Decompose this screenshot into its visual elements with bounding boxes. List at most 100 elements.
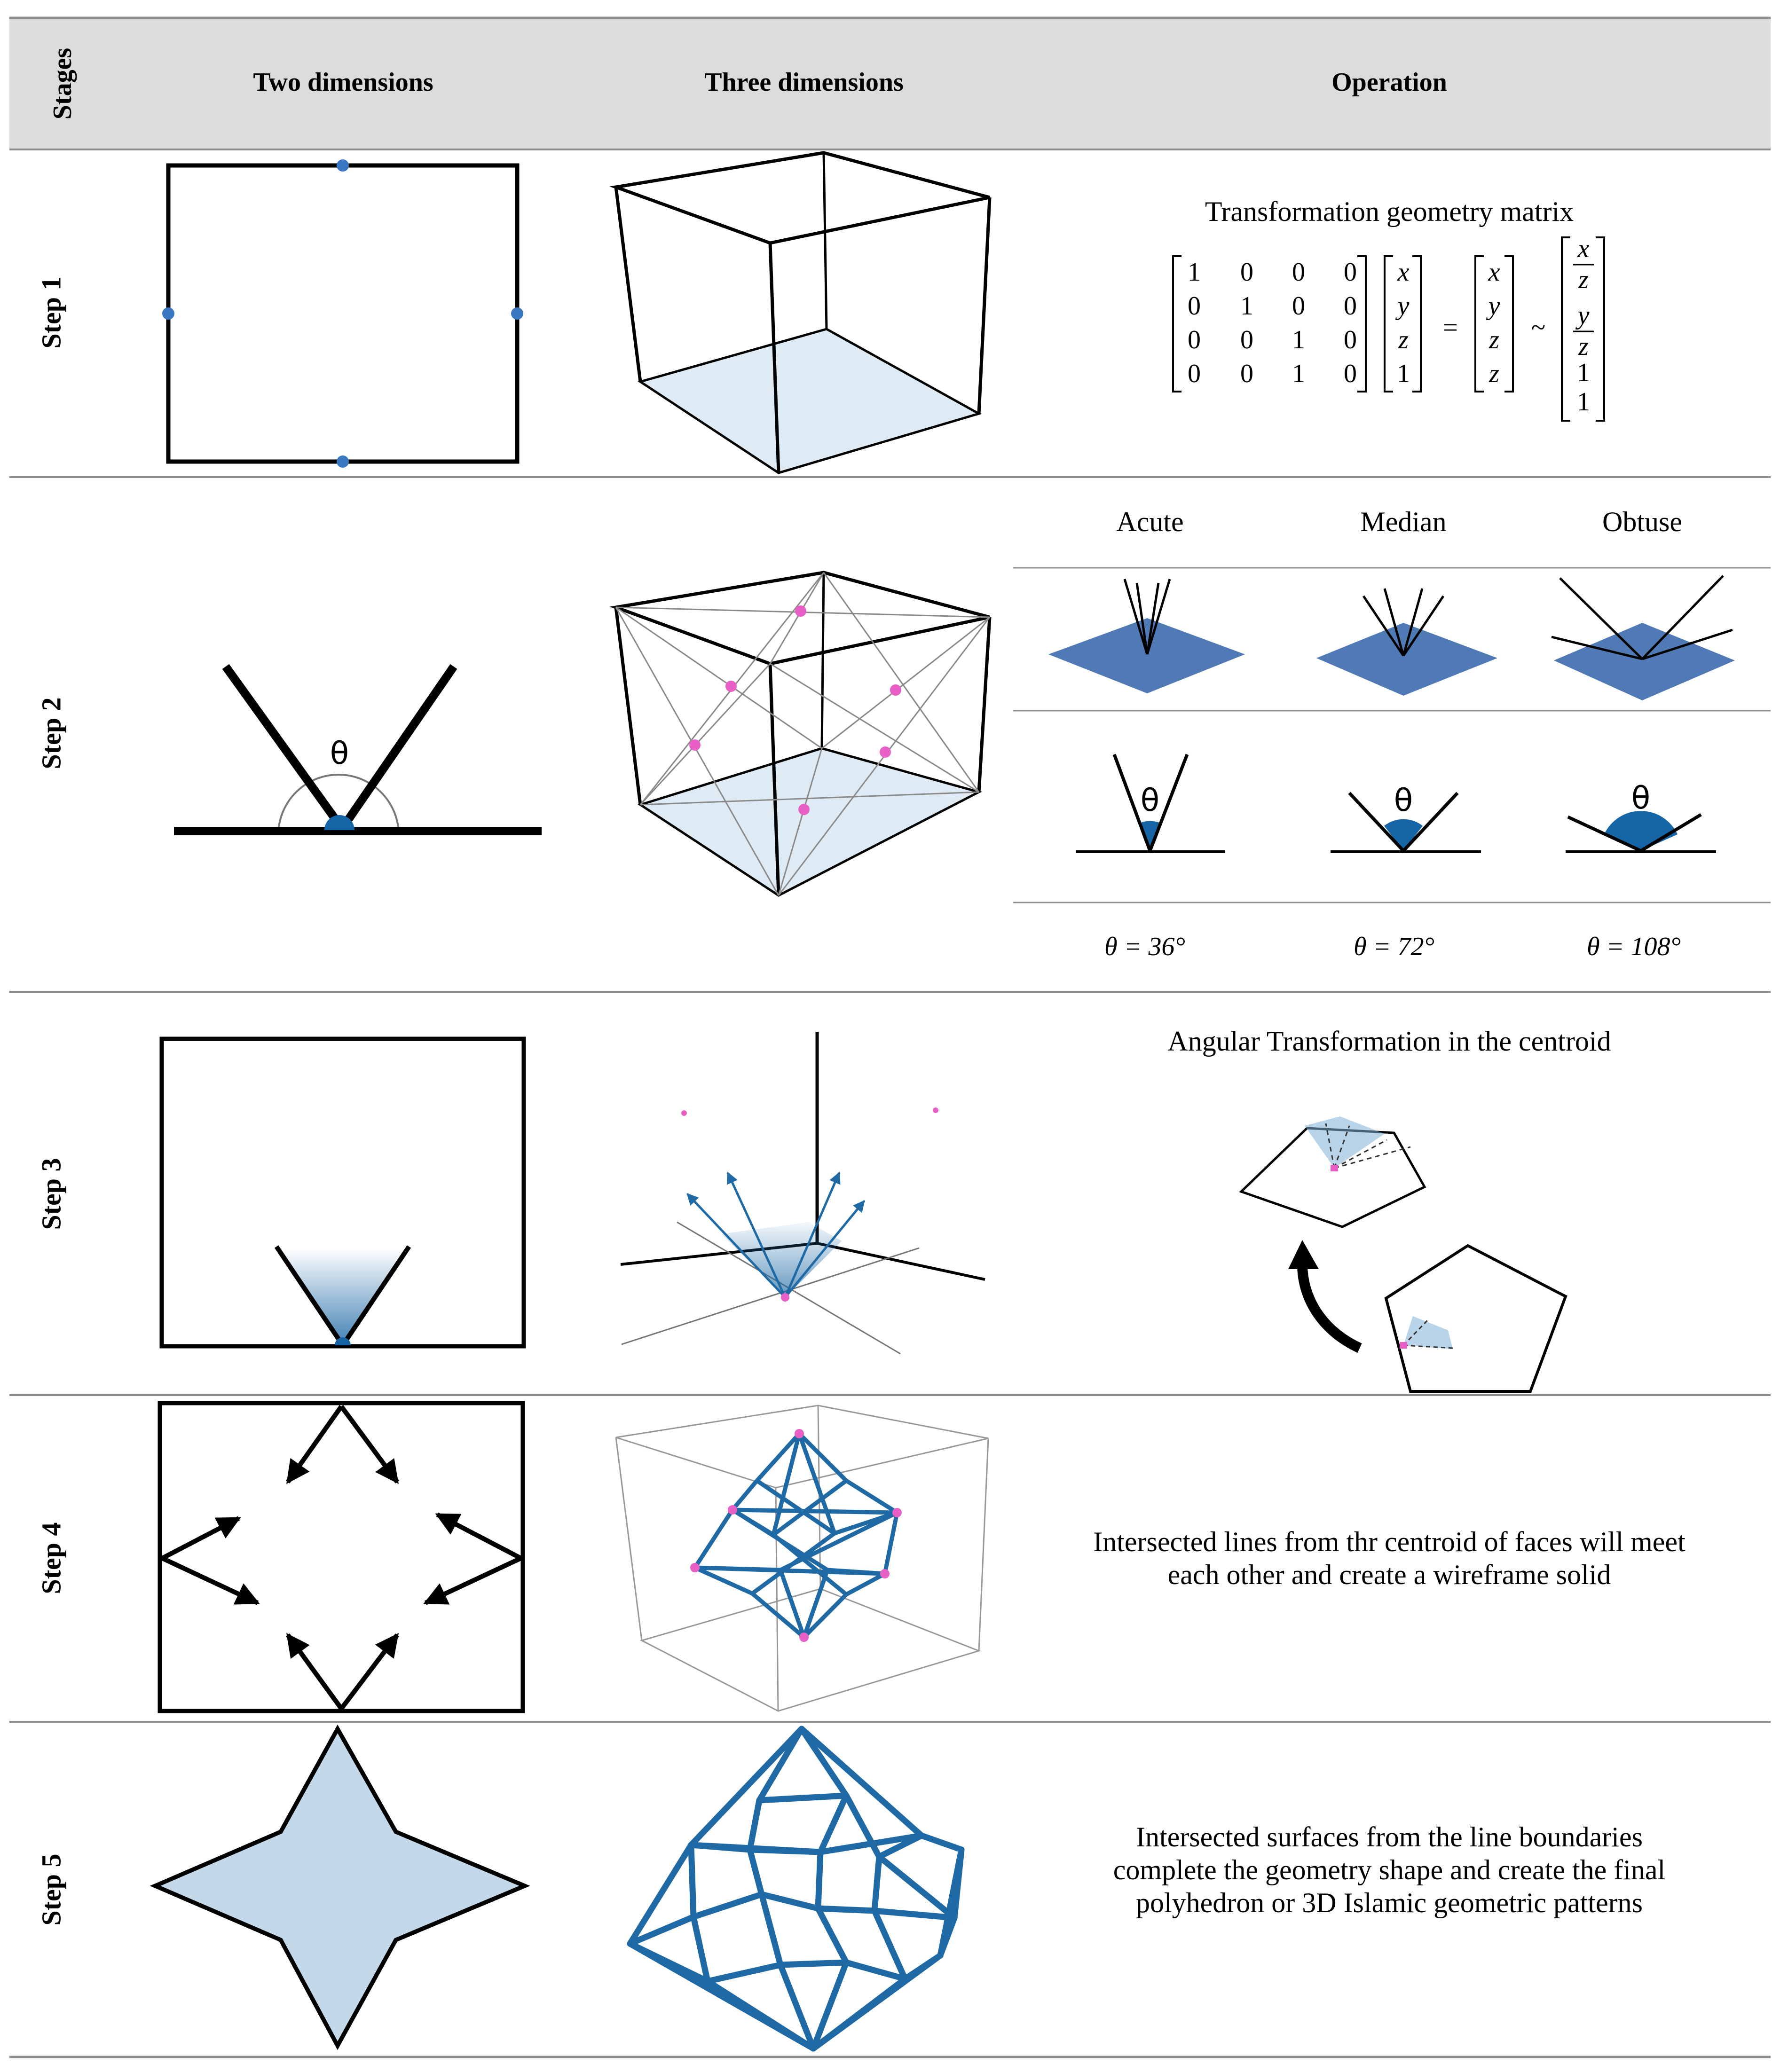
polyhedron-edge xyxy=(756,1792,850,1804)
matrix-cell: 0 xyxy=(1188,325,1201,354)
median-theta: θ xyxy=(1394,782,1413,818)
matrix-cell: 1 xyxy=(1292,325,1305,354)
square-midpoint-right xyxy=(511,307,523,320)
matrix-cell: 0 xyxy=(1188,359,1201,388)
polyhedron-edge xyxy=(777,1959,850,1968)
polyhedron-edge xyxy=(688,1726,805,1848)
wireframe-edge xyxy=(693,1508,734,1569)
acute-theta: θ xyxy=(1141,782,1159,818)
stage-label-step2: Step 2 xyxy=(36,697,66,769)
step2-3d-cube-diagonals xyxy=(609,571,992,897)
polyhedron-edge xyxy=(937,1915,958,1959)
face-centroid-top xyxy=(795,605,806,617)
obtuse-angle-symbol: θ xyxy=(1566,780,1716,853)
table-frame xyxy=(9,16,1771,2058)
acute-plane-diagram xyxy=(1048,579,1245,693)
step3-operation: Angular Transformation in the centroid xyxy=(1167,1026,1611,1393)
wireframe-edge xyxy=(751,1592,805,1639)
stage-label-step3: Step 3 xyxy=(36,1158,66,1230)
wireframe-edge xyxy=(756,1479,836,1535)
wireframe-edge xyxy=(845,1479,898,1515)
polyhedron-edge xyxy=(756,1726,805,1804)
header-operation: Operation xyxy=(1331,68,1447,97)
vector-in-entry: z xyxy=(1398,325,1409,354)
polyhedron-edge xyxy=(871,1907,958,1921)
square-midpoint-bottom xyxy=(337,455,349,468)
step3-2d-square-fan xyxy=(159,1036,526,1349)
polyhedron-edge xyxy=(747,1846,765,1898)
transform-arrow xyxy=(1297,1264,1362,1353)
step2-operation: Acute Median Obtuse xyxy=(1013,506,1771,961)
matrix-cell: 0 xyxy=(1240,325,1253,354)
polyhedron-edge xyxy=(871,1907,908,1982)
step4-2d-square-arrows xyxy=(158,1401,525,1713)
fraction-denominator: z xyxy=(1578,332,1589,361)
step4-operation: Intersected lines from thr centroid of f… xyxy=(1093,1526,1685,1590)
step5-text-line3: polyhedron or 3D Islamic geometric patte… xyxy=(1136,1887,1643,1918)
header-two-dimensions: Two dimensions xyxy=(253,68,433,97)
step1-3d-cube xyxy=(609,151,992,474)
wireframe-edge xyxy=(731,1508,829,1572)
matrix-cell: 0 xyxy=(1344,291,1357,321)
wireframe-vertex xyxy=(690,1563,700,1572)
step5-2d-star xyxy=(150,1724,530,2050)
face-centroid-front xyxy=(880,746,891,758)
wireframe-edge xyxy=(694,1565,753,1596)
table-header: Stages Two dimensions Three dimensions O… xyxy=(48,48,1447,119)
polyhedron-edge xyxy=(817,1832,925,1855)
equals-sign: = xyxy=(1443,313,1458,342)
step3-title: Angular Transformation in the centroid xyxy=(1167,1026,1611,1057)
upright-pentagon xyxy=(1384,1244,1567,1393)
acute-angle-symbol: θ xyxy=(1076,753,1225,853)
wireframe-vertex xyxy=(795,1429,804,1438)
stage-label-step5: Step 5 xyxy=(36,1853,66,1925)
fan-gradient xyxy=(277,1248,408,1345)
wireframe-edge xyxy=(732,1507,898,1515)
polyhedron-edge xyxy=(843,1792,882,1860)
vector-norm-bracket-right xyxy=(1596,236,1605,422)
header-three-dimensions: Three dimensions xyxy=(704,68,904,97)
step5-text-line2: complete the geometry shape and create t… xyxy=(1113,1854,1665,1885)
cube-floor-face xyxy=(638,328,982,474)
step4-3d-wireframe xyxy=(615,1405,989,1712)
polyhedron-edge xyxy=(688,1842,697,1920)
face-centroid-back xyxy=(689,739,701,751)
polyhedron-edge xyxy=(747,1797,763,1853)
step3-3d-axes-fan xyxy=(620,1032,985,1355)
matrix-cell: 1 xyxy=(1292,359,1305,388)
vector-out-entry: z xyxy=(1489,325,1499,354)
matrix-cell: 0 xyxy=(1292,258,1305,287)
origin-point xyxy=(781,1293,789,1302)
obtuse-theta: θ xyxy=(1631,780,1650,816)
angle-value-median: θ = 72° xyxy=(1354,932,1434,961)
stage-label-step1: Step 1 xyxy=(36,276,66,348)
type-obtuse: Obtuse xyxy=(1602,506,1682,537)
wireframe-edge xyxy=(882,1512,899,1574)
face-centroid-bottom xyxy=(798,804,810,815)
step4-text-line2: each other and create a wireframe solid xyxy=(1168,1559,1611,1590)
square-midpoint-left xyxy=(162,307,174,320)
transform-arrow-head xyxy=(1288,1240,1319,1269)
matrix-cell: 0 xyxy=(1292,291,1305,321)
vector-out-bracket-left xyxy=(1474,255,1484,392)
angle-vertex-dot xyxy=(324,815,354,830)
polyhedron-edge xyxy=(843,1959,908,1982)
wireframe-edge xyxy=(694,1565,885,1576)
wireframe-edge xyxy=(771,1433,802,1536)
polyhedron-edge xyxy=(810,1952,944,2052)
wireframe-edge xyxy=(802,1569,830,1638)
polyhedron-edge xyxy=(627,1940,817,2052)
wireframe-edge xyxy=(797,1433,837,1534)
fraction-numerator: y xyxy=(1575,301,1590,330)
polyhedron-edge xyxy=(876,1853,958,1921)
wireframe-vertex xyxy=(799,1632,809,1642)
vector-out-entry: z xyxy=(1489,359,1499,388)
polyhedron-edge xyxy=(688,1842,824,1855)
wireframe-edge xyxy=(772,1479,848,1537)
wireframe-edge xyxy=(755,1432,801,1483)
step5-3d-polyhedron xyxy=(627,1726,965,2052)
matrix-cell: 0 xyxy=(1240,359,1253,388)
face-centroid-left xyxy=(725,681,737,692)
polyhedron-edge xyxy=(815,1905,850,1966)
